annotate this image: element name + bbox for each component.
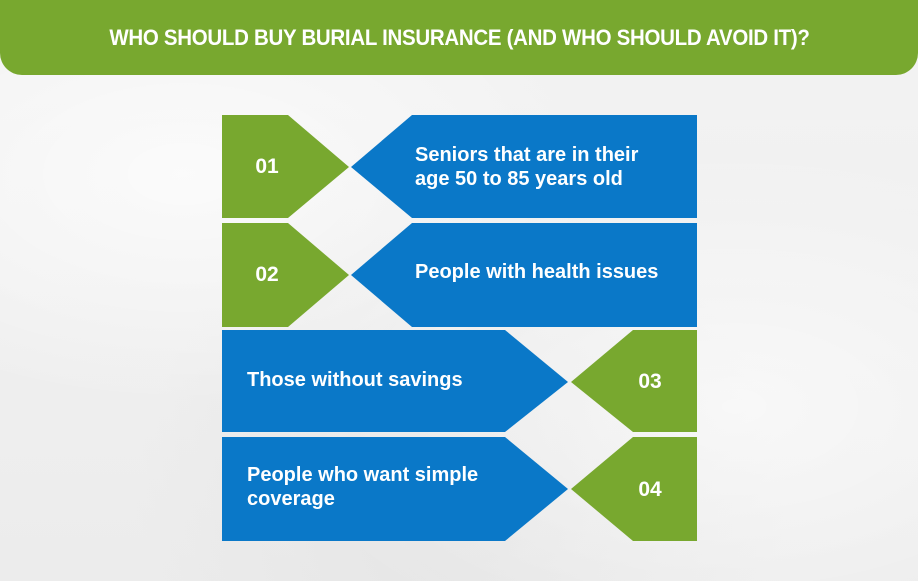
title-banner: WHO SHOULD BUY BURIAL INSURANCE (AND WHO… [0,0,918,75]
row-1-text: Seniors that are in their age 50 to 85 y… [415,115,695,218]
page-title: WHO SHOULD BUY BURIAL INSURANCE (AND WHO… [108,24,810,50]
row-3-text: Those without savings [247,369,463,391]
row-2-number: 02 [255,263,279,286]
row-2-text-chevron [351,223,697,327]
row-3-text-arrow [222,330,568,432]
row-1-number-arrow [222,115,349,218]
row-4-text-line-1: People who want simple [247,464,479,486]
row-4-text: People who want simple coverage [247,437,517,537]
row-2-text: People with health issues [415,261,659,283]
row-1-text-chevron [351,115,697,218]
row-4-text-line-2: coverage [247,488,335,510]
row-1-text-line-2: age 50 to 85 years old [415,167,623,190]
row-4-number: 04 [638,478,662,501]
row-3-number-chevron [571,330,697,432]
row-3-number: 03 [638,369,662,393]
row-2-number-arrow [222,223,349,327]
row-1-text-line-1: Seniors that are in their [415,143,639,166]
row-4-text-arrow [222,437,568,541]
row-1-number: 01 [255,154,279,178]
row-4-number-chevron [571,437,697,541]
